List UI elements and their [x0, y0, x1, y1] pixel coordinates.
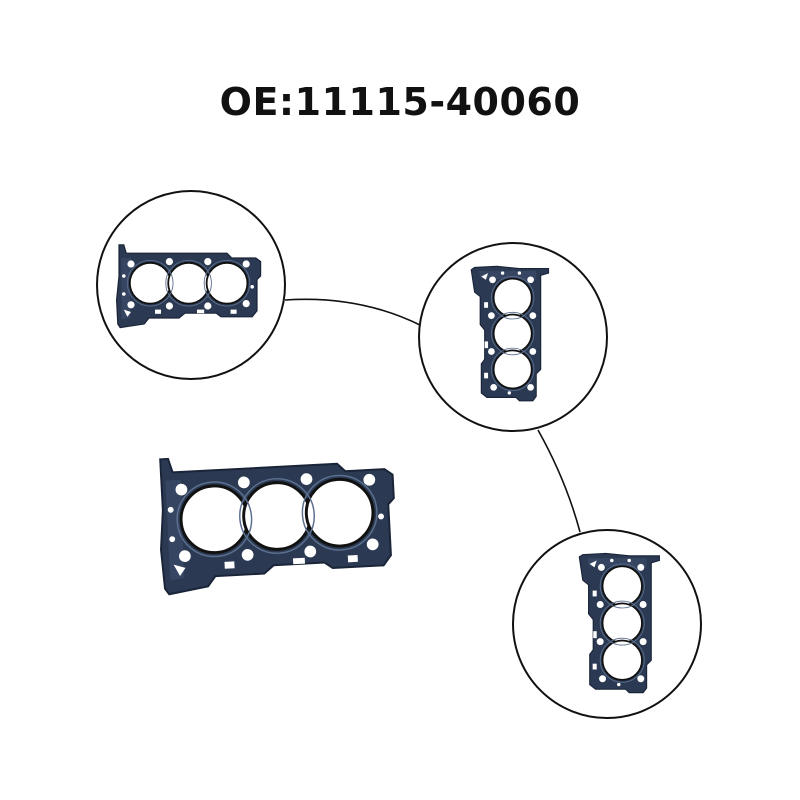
- zoom-circle-front-view: [96, 190, 286, 380]
- cylinder-head-gasket: [154, 445, 400, 597]
- connector-line: [537, 429, 581, 533]
- zoom-circle-side-view: [418, 242, 608, 432]
- connector-line: [284, 298, 423, 327]
- part-number-title: OE:11115-40060: [219, 80, 581, 124]
- zoom-circle-rear-view: [512, 529, 702, 719]
